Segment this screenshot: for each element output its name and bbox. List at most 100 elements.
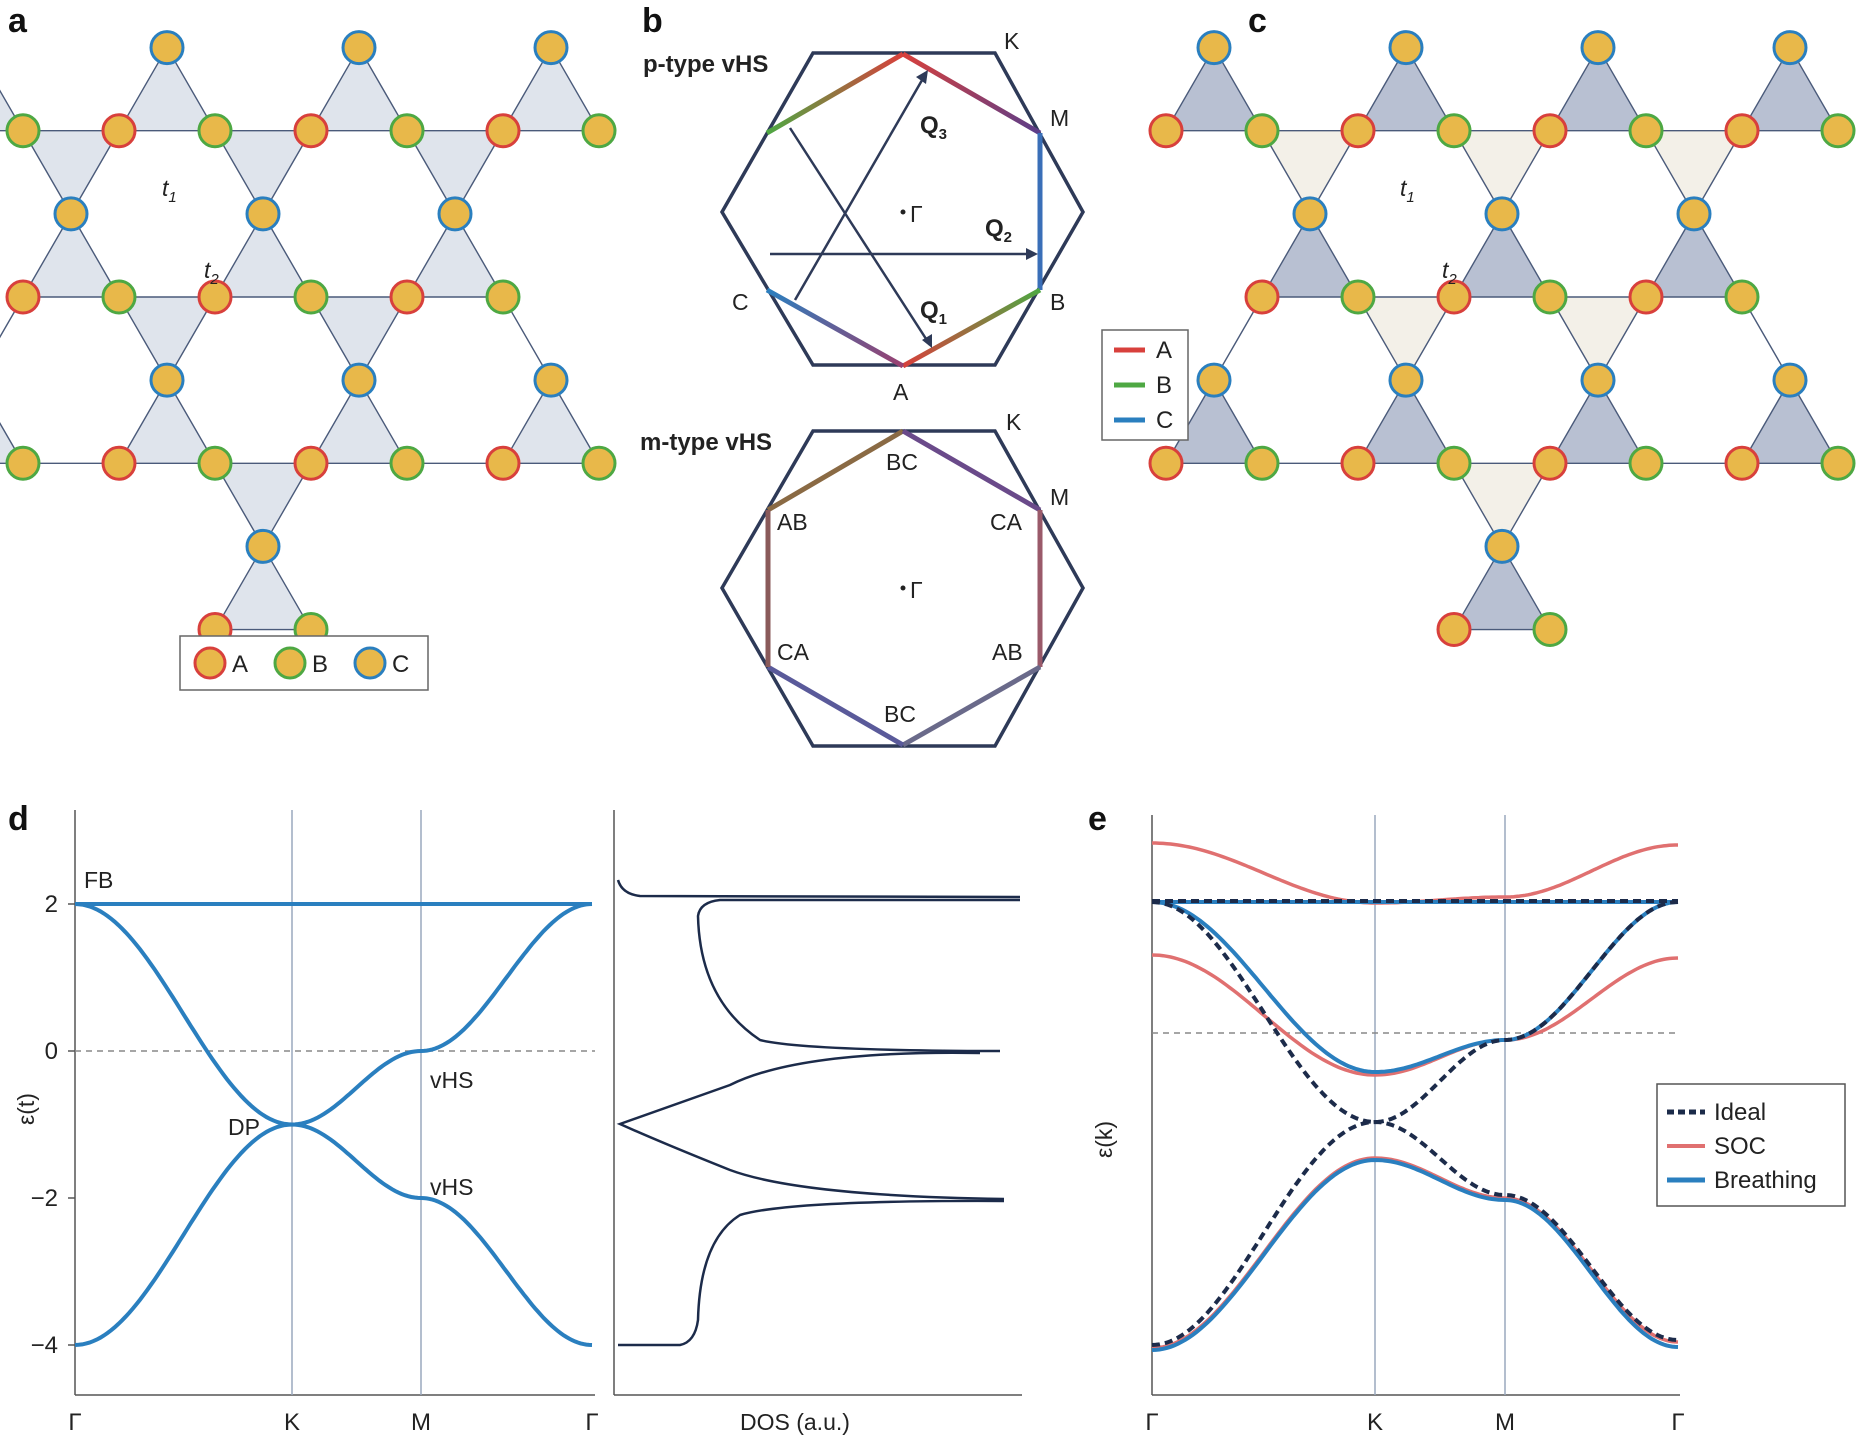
nesting-line-2 <box>793 74 927 301</box>
m-fs-edge-1 <box>766 428 905 513</box>
lattice-site-C <box>245 528 281 564</box>
dos-lower-band <box>618 1199 1005 1347</box>
d-xtick-label: M <box>411 1409 431 1436</box>
e-soc-middle <box>1151 953 1679 1077</box>
up-triangle <box>1550 47 1646 131</box>
q2-arrowhead <box>1026 248 1038 260</box>
d-annot-FB: FB <box>84 867 113 893</box>
e-ylabel: ε(k) <box>1091 1121 1117 1158</box>
lattice-site-A <box>1148 445 1184 481</box>
legend-b-label-B: B <box>1156 372 1172 399</box>
d-annot-DP: DP <box>228 1114 260 1140</box>
hopping-t1-c: t1 <box>1400 175 1415 206</box>
up-triangle <box>1166 380 1262 464</box>
e-ideal-upper <box>1151 900 1679 1125</box>
dos-upper-vhs <box>696 898 1020 1053</box>
lattice-site-B <box>1436 113 1472 149</box>
panel-label-a: a <box>8 2 28 40</box>
d-annot-vHS-upper: vHS <box>430 1067 473 1093</box>
lattice-site-B <box>485 279 521 315</box>
lattice-site-C <box>533 362 569 398</box>
legend-e-label-ideal: Ideal <box>1714 1099 1766 1126</box>
q2-label: Q2 <box>985 215 1012 246</box>
lattice-site-A <box>293 445 329 481</box>
down-triangle <box>1550 297 1646 381</box>
kagome-lattice-c <box>1148 30 1856 648</box>
m-type-title: m-type vHS <box>640 429 772 456</box>
m-corner-AB-right: AB <box>992 639 1023 665</box>
p-point-C: C <box>732 289 749 315</box>
lattice-site-A <box>293 113 329 149</box>
m-corner-CA-left: CA <box>777 639 810 665</box>
lattice-site-B <box>1724 279 1760 315</box>
kagome-lattice-a <box>0 30 617 648</box>
legend-b-label-A: A <box>1156 337 1172 364</box>
legend-e: Ideal SOC Breathing <box>1656 1083 1846 1207</box>
lattice-site-B <box>389 445 425 481</box>
lattice-site-B <box>5 113 41 149</box>
lattice-site-C <box>533 30 569 66</box>
down-triangle <box>119 297 215 381</box>
down-triangle <box>23 130 119 214</box>
lattice-site-A <box>389 279 425 315</box>
lattice-site-B <box>101 279 137 315</box>
lattice-site-A <box>101 445 137 481</box>
down-triangle <box>1454 463 1550 547</box>
legend-b-label-C: C <box>1156 407 1173 434</box>
legend-b: A B C <box>1101 329 1189 441</box>
p-point-M: M <box>1050 105 1069 131</box>
e-xtick-label: K <box>1367 1409 1383 1436</box>
lattice-site-A <box>1436 612 1472 648</box>
lattice-site-A <box>485 113 521 149</box>
lattice-site-C <box>1196 362 1232 398</box>
lattice-site-C <box>341 30 377 66</box>
q1-label: Q1 <box>920 297 947 328</box>
lattice-site-C <box>1772 362 1808 398</box>
lattice-site-A <box>1532 445 1568 481</box>
lattice-site-A <box>1340 113 1376 149</box>
lattice-site-C <box>245 196 281 232</box>
lattice-site-A <box>1628 279 1664 315</box>
p-type-outer-hexagon <box>719 51 1086 367</box>
down-triangle <box>1358 297 1454 381</box>
legend-a-label-A: A <box>232 651 248 678</box>
d-band-1 <box>74 1122 593 1347</box>
lattice-site-C <box>1292 196 1328 232</box>
d-ylabel: ε(t) <box>13 1093 39 1125</box>
m-type-brillouin-zone: m-type vHS Γ K M BC CA AB BC CA AB <box>640 409 1086 748</box>
up-triangle <box>215 546 311 630</box>
e-ideal-lower <box>1151 1119 1679 1347</box>
legend-a-marker-B <box>273 646 307 680</box>
m-fs-edge-2 <box>901 428 1042 513</box>
lattice-site-A <box>1724 445 1760 481</box>
m-fs-edge-5 <box>766 664 905 748</box>
up-triangle <box>1454 546 1550 630</box>
up-triangle <box>503 380 599 464</box>
up-triangle <box>1262 213 1358 297</box>
d-band-2 <box>74 902 593 1127</box>
lattice-site-C <box>341 362 377 398</box>
lattice-site-B <box>1820 445 1856 481</box>
lattice-site-B <box>389 113 425 149</box>
q3-label: Q3 <box>920 112 947 143</box>
up-triangle <box>23 213 119 297</box>
lattice-site-A <box>1532 113 1568 149</box>
lattice-site-A <box>485 445 521 481</box>
lattice-site-B <box>581 445 617 481</box>
lattice-site-C <box>149 362 185 398</box>
up-triangle <box>1166 47 1262 131</box>
lattice-site-C <box>1676 196 1712 232</box>
lattice-site-B <box>1532 612 1568 648</box>
m-corner-AB-left: AB <box>777 509 808 535</box>
e-soc-bottom <box>1151 1156 1679 1350</box>
m-point-K: K <box>1006 409 1022 435</box>
dos-flat-band <box>616 879 1021 899</box>
m-corner-CA-right: CA <box>990 509 1023 535</box>
fs-edge-5 <box>765 287 905 369</box>
lattice-site-A <box>1148 113 1184 149</box>
m-corner-BC-bottom: BC <box>884 701 916 727</box>
lattice-site-B <box>1244 445 1280 481</box>
lattice-site-B <box>1436 445 1472 481</box>
up-triangle <box>407 213 503 297</box>
